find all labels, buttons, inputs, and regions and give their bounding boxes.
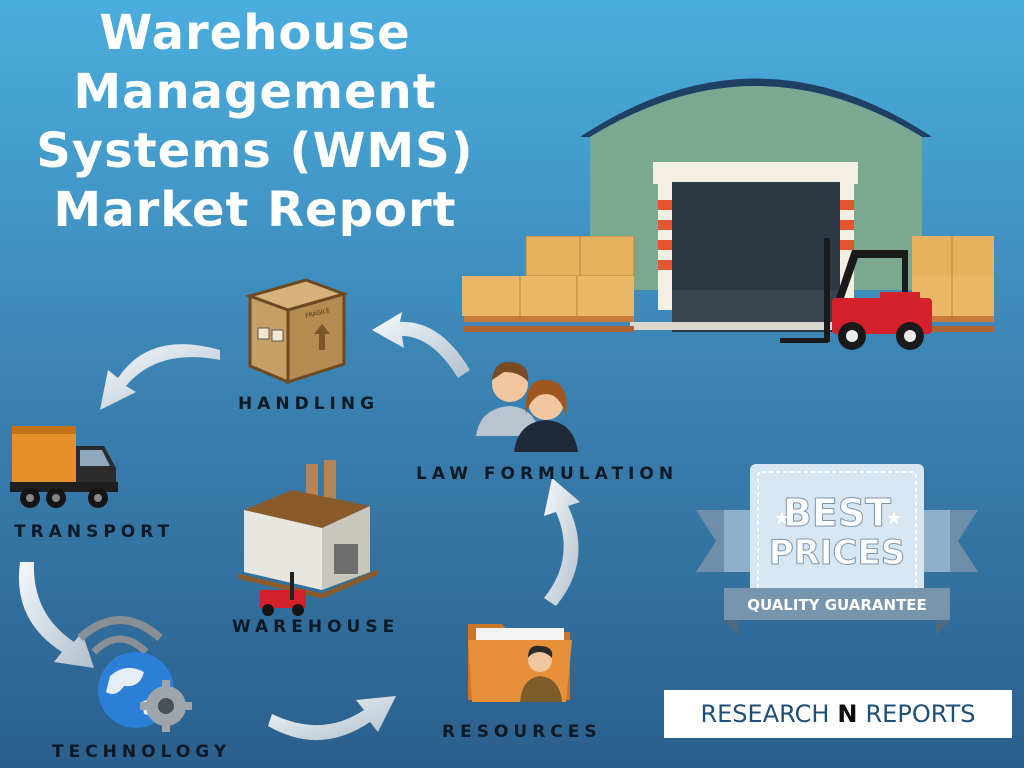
badge-star: ★ [774, 508, 790, 529]
forklift-icon [780, 238, 932, 350]
pallet-boxes-icon [462, 236, 635, 332]
label-resources: RESOURCES [442, 722, 602, 742]
label-law-formulation: LAW FORMULATION [416, 464, 679, 484]
cycle-arrow-icon [372, 312, 470, 378]
label-transport: TRANSPORT [14, 522, 175, 542]
cycle-arrow-icon [268, 696, 396, 741]
page-title: Warehouse Management Systems (WMS) Marke… [0, 4, 510, 240]
title-line: Market Report [53, 182, 457, 238]
fragile-box-icon: FRAGILE [245, 278, 348, 385]
badge-best: BEST [783, 491, 891, 535]
title-line: Systems (WMS) [36, 123, 474, 179]
delivery-truck-icon [10, 426, 118, 508]
label-handling: HANDLING [238, 394, 380, 414]
research-n-reports-logo: RESEARCH N REPORTS [664, 690, 1012, 738]
folder-person-icon [468, 624, 572, 702]
label-warehouse: WAREHOUSE [232, 617, 400, 637]
best-prices-badge: BEST PRICES ★ ★ QUALITY GUARANTEE [696, 464, 978, 636]
badge-star: ★ [886, 508, 902, 529]
logo-right: REPORTS [865, 700, 976, 728]
factory-icon [238, 460, 379, 616]
cycle-arrow-icon [100, 344, 220, 410]
globe-gear-icon [77, 616, 192, 732]
pallet-boxes-icon [912, 236, 994, 332]
logo-left: RESEARCH [700, 700, 830, 728]
badge-ribbon-text: QUALITY GUARANTEE [747, 596, 927, 614]
cycle-arrow-icon [544, 478, 580, 606]
title-line: Management [73, 64, 437, 120]
title-line: Warehouse [99, 5, 411, 61]
cycle-arrow-icon [18, 562, 94, 668]
logo-mid: N [837, 700, 858, 728]
people-icon [476, 361, 578, 452]
warehouse-building-icon [580, 78, 932, 332]
label-technology: TECHNOLOGY [52, 742, 232, 762]
badge-prices: PRICES [769, 533, 905, 573]
